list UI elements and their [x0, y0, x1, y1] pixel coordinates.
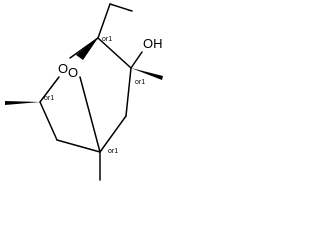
bond-c6-c7 — [125, 67, 132, 117]
molecule-structure: O O OH or1 or1 or1 or1 — [5, 3, 163, 181]
stereo-label-c7: or1 — [135, 79, 145, 86]
bond-c1-ring-oxygen — [69, 37, 99, 59]
bond-c3-c4 — [39, 101, 58, 141]
stereo-label-c3: or1 — [44, 95, 54, 102]
bond-ethyl-ch2-ch3 — [109, 3, 133, 12]
bridge-oxygen-label: O — [68, 65, 78, 80]
bond-c7-hydroxyl — [130, 51, 143, 69]
ring-oxygen-label: O — [58, 61, 68, 76]
bond-c1-ethyl-ch2 — [97, 3, 111, 39]
wedge-c7-methyl — [131, 68, 163, 80]
stereo-label-c1: or1 — [102, 36, 112, 43]
wedge-c3-methyl — [5, 101, 40, 105]
stereo-label-c5: or1 — [108, 148, 118, 155]
bond-c5-bridge-oxygen — [79, 76, 101, 153]
bond-c4-c5 — [56, 139, 101, 153]
bond-c5-c6 — [99, 115, 127, 153]
hydroxyl-label: OH — [143, 36, 163, 51]
bond-c7-c1 — [97, 37, 132, 69]
wedge-c1-bridge-oxygen — [76, 38, 98, 60]
bond-ring-oxygen-c3 — [39, 76, 60, 103]
